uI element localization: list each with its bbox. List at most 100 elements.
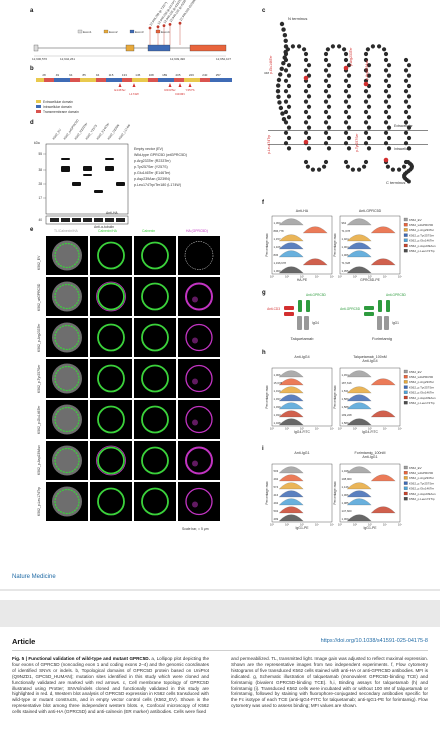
flow-tick: 10³ (300, 275, 304, 279)
residue (346, 104, 352, 109)
flow-legend-swatch (403, 233, 408, 237)
flow-legend-label: K562_wtGPRC5D (409, 223, 434, 227)
residue (303, 99, 309, 104)
legend-swatch (77, 29, 83, 34)
panel-i-igg1-histograms: Anti-IgG1503492574416492502499IgG1-PE10⁰… (265, 451, 436, 530)
cell-stain (97, 323, 125, 352)
residue (386, 125, 392, 130)
flow-ylabel: Percentage max (333, 385, 337, 409)
residue (323, 130, 329, 135)
residue (403, 68, 409, 73)
residue (283, 78, 289, 83)
residue (406, 179, 411, 184)
caption-left: Fig. 5 | Functional validation of wild-t… (12, 656, 209, 715)
confocal-row-label: K562_p.Arg233Ter (37, 323, 41, 352)
cell-stain (97, 405, 125, 434)
loop-residue (330, 44, 336, 49)
mfi-value: 1,055 (342, 269, 349, 273)
panel-a-label: a (30, 8, 34, 14)
flow-legend-swatch (403, 228, 408, 232)
tm-segment (174, 78, 184, 82)
tubulin-band (50, 218, 59, 222)
exon-1 (33, 44, 39, 52)
histogram-curve (346, 242, 372, 250)
loop-residue (343, 51, 349, 57)
journal-name[interactable]: Nature Medicine (12, 574, 56, 580)
loop-residue (361, 164, 367, 169)
lollipop-head (148, 26, 152, 30)
mfi-value: 1,106 (274, 245, 281, 249)
tm-segment (44, 78, 54, 82)
residue (403, 57, 409, 63)
exon-legend-label: Exon3 (135, 30, 144, 34)
mfi-value: 503 (274, 469, 279, 473)
blot-frame (45, 143, 129, 215)
tm-segment (96, 78, 106, 82)
panel-d-label: d (30, 120, 34, 126)
histogram-curve (278, 490, 304, 498)
mfi-value: 1,037 (274, 397, 281, 401)
flow-title: Anti-IgG4 (362, 359, 377, 363)
mfi-value: 416 (274, 493, 279, 497)
panel-f-label: f (262, 200, 264, 206)
loop-residue (343, 159, 349, 165)
mfi-value: 1,589 (342, 421, 349, 425)
mfi-value: 1,066 (342, 493, 349, 497)
flow-xlabel: IgG4-FITC (362, 430, 379, 434)
residue (346, 146, 352, 151)
residue (343, 89, 349, 94)
flow-tick: 10⁵ (398, 427, 402, 431)
fab-arm (378, 300, 382, 312)
mutation-residue (303, 139, 309, 145)
residue (366, 94, 372, 99)
histogram-curve (370, 378, 396, 386)
cell-brightfield (52, 322, 82, 353)
residue (386, 135, 392, 141)
mutation-label: L174W (129, 92, 139, 96)
isotype-label: IgG4 (312, 321, 319, 325)
fab-arm (306, 300, 310, 312)
residue-number: 348 (264, 71, 269, 75)
residue (326, 63, 332, 68)
domain-tick: 189 (162, 73, 167, 77)
residue (283, 120, 289, 125)
mfi-value: 1,531 (342, 389, 349, 393)
flow-ylabel: Percentage max (265, 481, 269, 505)
residue (303, 130, 309, 135)
domain-tick: 85 (83, 73, 87, 77)
mfi-value: 1,006 (342, 253, 349, 257)
flow-tick: 10⁴ (315, 427, 319, 431)
flow-tick: 10⁵ (330, 427, 334, 431)
flow-tick: 10² (285, 427, 289, 431)
flow-legend-label: K562_p.Glu146Ter (409, 391, 434, 395)
residue (283, 109, 289, 115)
flow-title: Talquetamab_100nM (353, 355, 387, 359)
antibody-left-label: Anti-CD3 (267, 307, 280, 311)
mfi-value: 1,588 (342, 405, 349, 409)
loop-residue (296, 44, 302, 49)
loop-residue (290, 44, 296, 49)
residue (306, 63, 312, 68)
cell-stain (54, 406, 80, 433)
flow-legend-swatch (403, 217, 408, 222)
residue (286, 135, 292, 141)
residue (366, 73, 372, 78)
flow-legend-swatch (403, 471, 408, 475)
loop-residue (365, 47, 371, 52)
domain-legend-label: Intracellular domain (43, 105, 72, 109)
ha-stain-spot (192, 378, 198, 385)
intracellular-segment (106, 78, 122, 82)
mfi-value: 1,019 (274, 389, 281, 393)
panel-i-label: i (262, 446, 264, 452)
residue (281, 117, 287, 122)
residue (366, 115, 372, 120)
histogram-curve (278, 474, 304, 482)
panel-g-tce-schematic: Anti-GPRC5DAnti-CD3IgG4TalquetamabAnti-G… (267, 293, 406, 341)
residue (383, 68, 389, 73)
histogram-curve (346, 482, 372, 490)
cell-membrane-stain (96, 445, 126, 476)
residue (403, 109, 409, 115)
residue (403, 89, 409, 94)
doi-link[interactable]: https://doi.org/10.1038/s41591-025-04175… (320, 638, 428, 644)
